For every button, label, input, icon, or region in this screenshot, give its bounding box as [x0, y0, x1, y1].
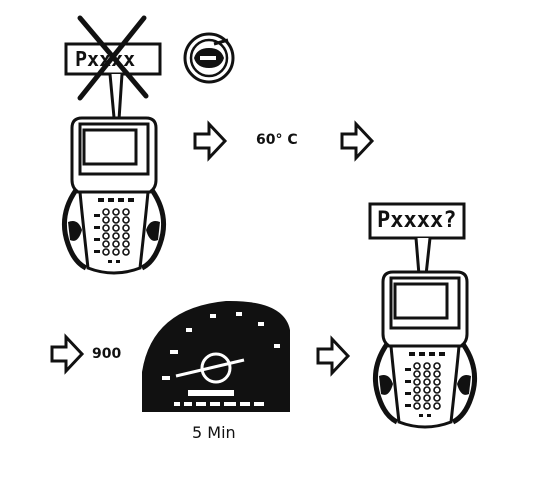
- arrow-right-icon: [316, 337, 350, 375]
- scan-tool-icon: [375, 272, 474, 427]
- crossed-out-icon: [77, 15, 149, 101]
- arrow-right-icon: [340, 122, 374, 160]
- duration-label: 5 Min: [192, 423, 236, 442]
- step4-group: [368, 202, 475, 427]
- scan-tool-icon: [64, 118, 163, 273]
- engine-temp-icon: [183, 32, 235, 84]
- dtc-query-text: Pxxxx?: [377, 208, 457, 233]
- arrow-right-icon: [193, 122, 227, 160]
- temperature-label: 60° C: [256, 132, 298, 148]
- rpm-label: 900: [92, 346, 122, 362]
- step1-group: [64, 15, 235, 273]
- dtc-code-text: Pxxxx: [75, 47, 136, 71]
- tachometer-icon: [142, 300, 290, 412]
- arrow-right-icon: [50, 335, 84, 373]
